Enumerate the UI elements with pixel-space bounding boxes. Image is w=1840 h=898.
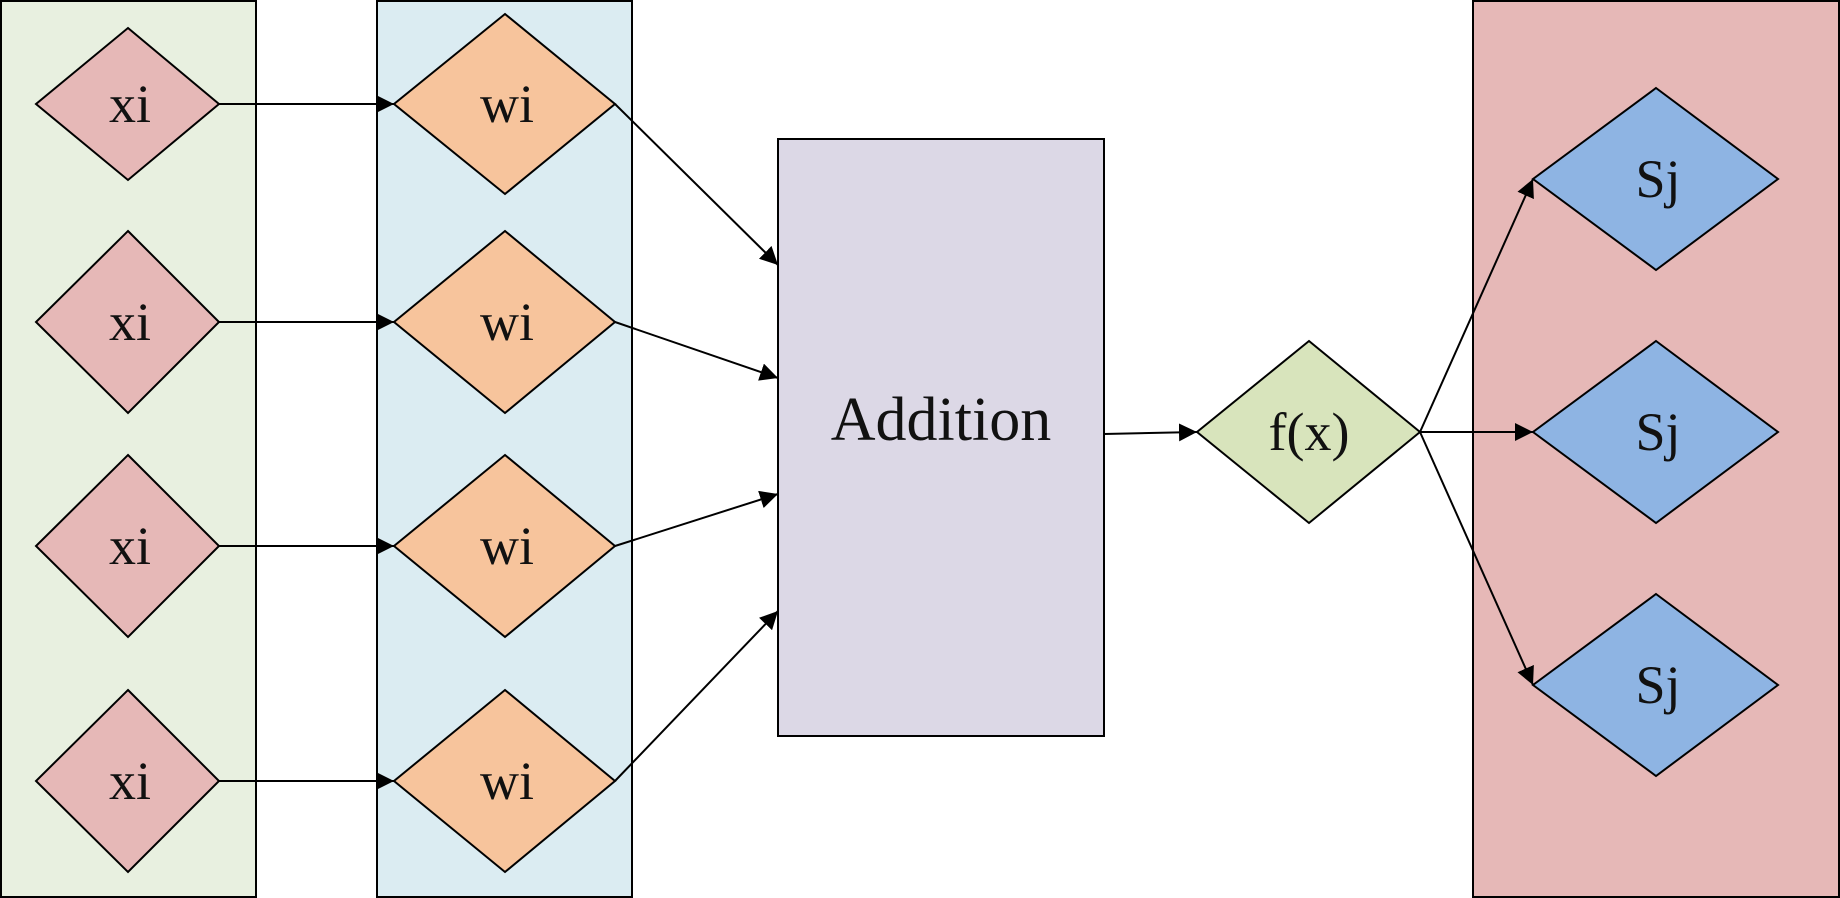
input-node-label: xi: [109, 292, 151, 352]
output-node: Sj: [1531, 86, 1780, 272]
weight-node: wi: [392, 688, 617, 874]
output-node: Sj: [1531, 592, 1780, 778]
output-node-label: Sj: [1635, 402, 1680, 462]
edge-arrow: [614, 321, 779, 381]
weight-node-label: wi: [480, 292, 534, 352]
weight-node: wi: [392, 12, 617, 196]
input-node-label: xi: [109, 74, 151, 134]
edge-arrow: [614, 103, 779, 266]
weight-node-label: wi: [480, 516, 534, 576]
input-node: xi: [34, 688, 221, 874]
input-node-label: xi: [109, 751, 151, 811]
input-node-label: xi: [109, 516, 151, 576]
activation-label: f(x): [1269, 402, 1350, 462]
input-node: xi: [34, 26, 221, 182]
edge-arrow: [1419, 431, 1534, 686]
edge-arrow: [1419, 178, 1534, 433]
input-node: xi: [34, 229, 221, 415]
weight-node-label: wi: [480, 74, 534, 134]
edge-arrow: [1103, 423, 1198, 442]
output-node-label: Sj: [1635, 149, 1680, 209]
addition-label: Addition: [831, 386, 1051, 454]
output-node-label: Sj: [1635, 655, 1680, 715]
output-node: Sj: [1531, 339, 1780, 525]
edges: [219, 95, 1534, 790]
weight-node: wi: [392, 229, 617, 415]
addition-box: [777, 138, 1105, 737]
weight-node: wi: [392, 453, 617, 639]
edge-arrow: [614, 610, 779, 782]
activation-node: f(x): [1195, 339, 1422, 525]
input-node: xi: [34, 453, 221, 639]
edge-arrow: [614, 490, 779, 547]
weight-node-label: wi: [480, 751, 534, 811]
